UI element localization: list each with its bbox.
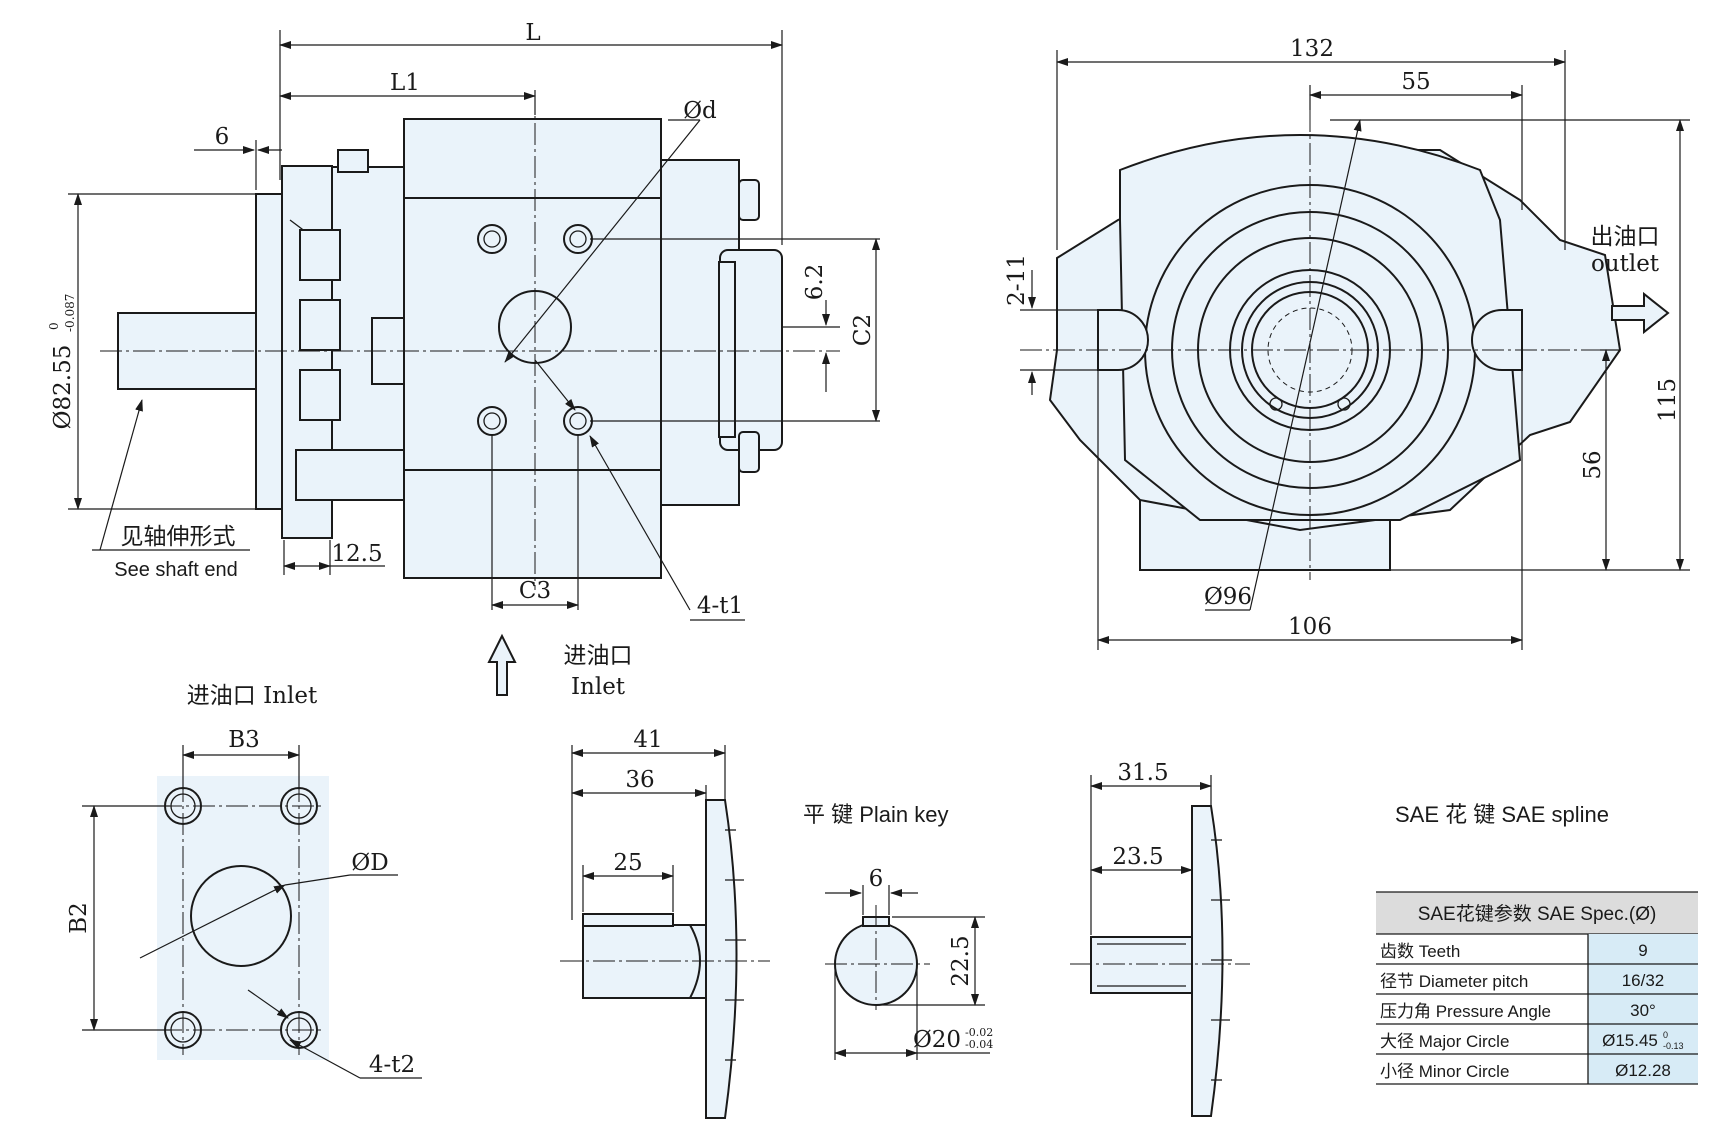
sae-spline-table: SAE 花 键 SAE spline SAE花键参数 SAE Spec.(Ø) …: [1376, 802, 1698, 1085]
dim-132: 132: [1290, 36, 1334, 62]
dim-dia-tol-lower: -0.087: [63, 294, 77, 332]
plain-key-flange: [705, 799, 738, 1119]
dim-56: 56: [1580, 450, 1606, 479]
dim-key-6: 6: [869, 866, 884, 892]
dim-31-5: 31.5: [1117, 760, 1168, 786]
row-label-major: 大径 Major Circle: [1380, 1032, 1509, 1051]
inlet-view-title: 进油口 Inlet: [187, 683, 318, 709]
dim-D: ØD: [351, 850, 388, 876]
table-value-bg: [1588, 934, 1698, 1084]
row-label-teeth: 齿数 Teeth: [1380, 942, 1460, 961]
inlet-view: 进油口 Inlet B3 B2 ØD 4-t2: [66, 683, 422, 1079]
dim-dia: Ø82.55: [50, 345, 76, 430]
dim-20-tol-upper: -0.02: [965, 1026, 993, 1039]
outlet-label-en: outlet: [1591, 251, 1660, 277]
table-row: 压力角 Pressure Angle 30°: [1376, 1001, 1698, 1025]
dim-96: Ø96: [1204, 584, 1252, 610]
inlet-bore: [190, 865, 292, 967]
dim-115: 115: [1655, 378, 1681, 422]
dim-L: L: [525, 20, 540, 46]
dim-4-t2: 4-t2: [369, 1052, 415, 1078]
sae-spline-shaft: 31.5 23.5: [1070, 760, 1250, 1117]
shaft-note-en: See shaft end: [114, 559, 237, 581]
row-value-teeth: 9: [1638, 941, 1647, 960]
inlet-label-en: Inlet: [571, 674, 626, 700]
sae-spline-title: SAE 花 键 SAE spline: [1395, 802, 1609, 827]
dim-B2: B2: [66, 902, 92, 934]
dim-23-5: 23.5: [1112, 844, 1163, 870]
dim-22-5: 22.5: [948, 935, 974, 986]
row-label-angle: 压力角 Pressure Angle: [1380, 1002, 1551, 1021]
dim-2-11: 2-11: [1004, 254, 1030, 306]
row-label-pitch: 径节 Diameter pitch: [1380, 972, 1528, 991]
front-view: L L1 6 Ød Ø82.55 0 -0.087 6.2 C2 C3 4-t1…: [47, 20, 880, 700]
dim-dia-tol-upper: 0: [47, 322, 61, 330]
dim-6: 6: [215, 124, 230, 150]
table-row: 小径 Minor Circle Ø12.28: [1376, 1061, 1698, 1085]
key: [582, 913, 674, 927]
shaft-note-cn: 见轴伸形式: [121, 524, 236, 550]
outlet-arrow-icon: [1611, 291, 1670, 335]
row-value-angle: 30°: [1630, 1001, 1656, 1020]
dim-6-2: 6.2: [802, 264, 828, 301]
dim-B3: B3: [228, 727, 260, 753]
left-mount-slot: [1097, 309, 1149, 371]
row-value-minor: Ø12.28: [1615, 1061, 1671, 1080]
spline-shaft-body: [1090, 936, 1193, 994]
dim-25: 25: [613, 850, 642, 876]
dim-dia-group: Ø82.55 0 -0.087: [47, 294, 77, 430]
outlet-label-cn: 出油口: [1591, 224, 1660, 250]
row-value-major: Ø15.45: [1602, 1031, 1658, 1050]
spline-flange: [1191, 805, 1224, 1117]
dim-36: 36: [625, 767, 654, 793]
right-mount-slot: [1471, 309, 1523, 371]
dim-20: Ø20: [913, 1027, 961, 1053]
dim-106: 106: [1288, 614, 1332, 640]
dim-20-tol-lower: -0.04: [965, 1038, 993, 1051]
table-header-bg: [1376, 892, 1698, 934]
inlet-arrow-icon: [487, 633, 517, 696]
inlet-label-cn: 进油口: [564, 643, 633, 669]
row-tol-lower-major: -0.13: [1663, 1041, 1684, 1051]
dim-C3: C3: [519, 578, 551, 604]
plain-key-title: 平 键 Plain key: [803, 802, 949, 827]
dim-55: 55: [1401, 69, 1430, 95]
table-row: 大径 Major Circle Ø15.45 0 -0.13: [1376, 1030, 1698, 1055]
row-tol-upper-major: 0: [1663, 1030, 1668, 1040]
dim-L1: L1: [390, 70, 420, 96]
dim-41: 41: [633, 727, 662, 753]
dim-d: Ød: [683, 98, 717, 124]
dim-4-t1: 4-t1: [697, 593, 743, 619]
row-value-pitch: 16/32: [1622, 971, 1665, 990]
key-section: 平 键 Plain key 6 22.5 Ø20 -0.02 -0.04: [803, 802, 993, 1060]
dim-C2: C2: [850, 314, 876, 346]
table-row: 齿数 Teeth 9: [1376, 941, 1698, 965]
row-label-minor: 小径 Minor Circle: [1380, 1062, 1509, 1081]
table-row: 径节 Diameter pitch 16/32: [1376, 971, 1698, 995]
side-view: 132 55 2-11 115 56 Ø96 106 出油口 outlet: [1004, 36, 1690, 650]
table-header: SAE花键参数 SAE Spec.(Ø): [1418, 903, 1657, 925]
plain-key-shaft: 41 36 25: [560, 727, 770, 1119]
dim-12-5: 12.5: [331, 541, 382, 567]
